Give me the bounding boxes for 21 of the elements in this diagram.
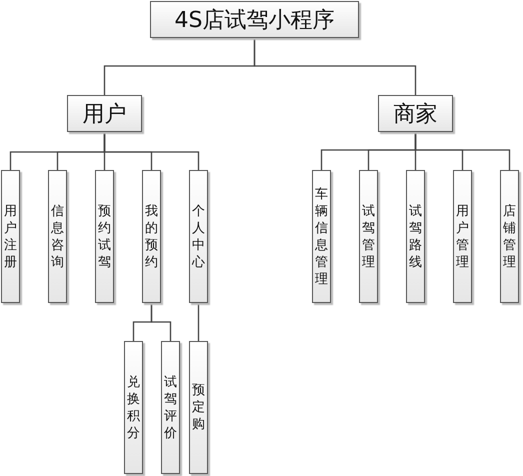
connector-line [414,132,510,170]
function-box: 试驾路线 [406,170,425,303]
function-box: 信息咨询 [48,170,67,303]
function-box: 兑换积分 [124,341,143,474]
function-box: 试驾评价 [161,341,180,474]
title-box: 4S店试驾小程序 [150,1,359,38]
connector-line [254,38,416,95]
function-box: 预定购 [189,341,208,474]
function-box: 用户注册 [1,170,20,303]
connector-line [150,303,172,341]
function-box: 店铺管理 [500,170,519,303]
connector-line [198,303,200,341]
function-box: 预约试驾 [95,170,114,303]
connector-line [104,132,200,170]
function-box: 试驾管理 [359,170,378,303]
function-box: 个人中心 [189,170,208,303]
category-box: 商家 [378,95,453,132]
function-box: 车辆信息管理 [312,170,331,303]
function-box: 我的预约 [142,170,161,303]
category-box: 用户 [67,95,142,132]
function-box: 用户管理 [453,170,472,303]
